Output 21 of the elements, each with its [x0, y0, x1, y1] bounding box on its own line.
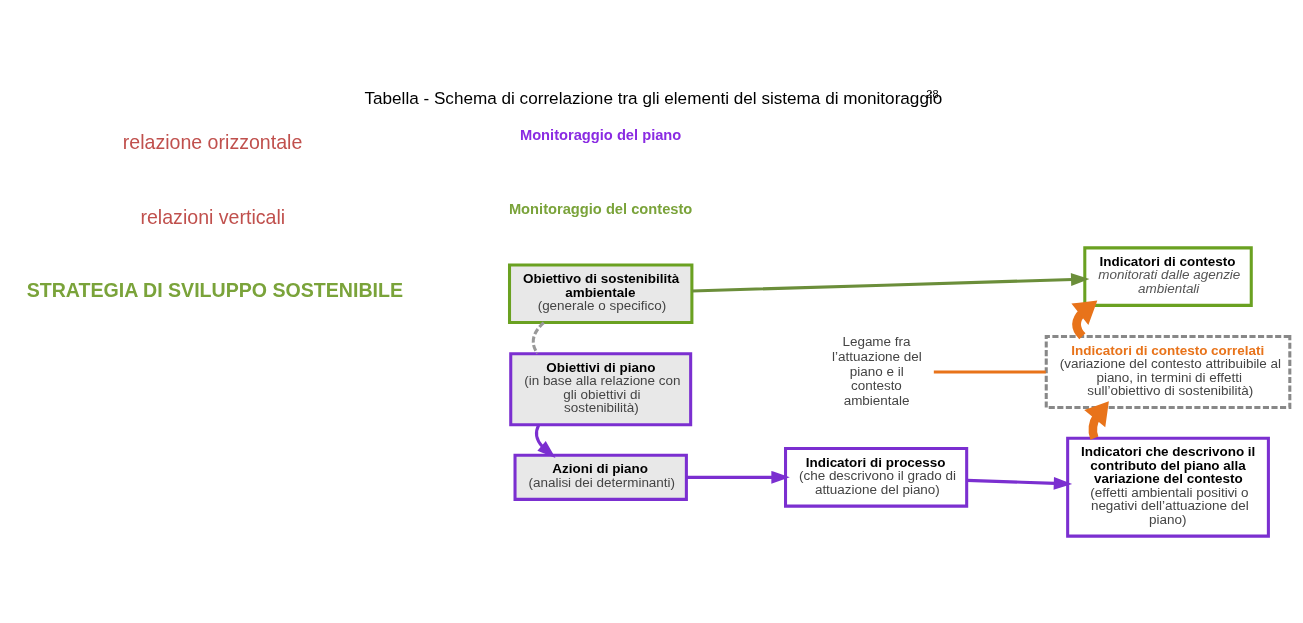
node-box: Indicatori di processo (che descrivono il grado di attuazione del piano) [784, 447, 969, 508]
arrow [686, 470, 790, 484]
arrow [1071, 300, 1098, 340]
node-box: Obiettivi di piano (in base alla relazione con gli obiettivi di sostenibilità) [509, 352, 693, 427]
node-box: Indicatori di contesto monitorati dalle agenzie ambientali [1083, 246, 1253, 307]
label: relazione orizzontale [122, 131, 303, 154]
label: relazioni verticali [140, 205, 286, 228]
node-box: Obiettivo di sostenibilità ambientale (generale o specifico) [508, 263, 694, 325]
node-box: Azioni di piano (analisi dei determinanti) [513, 453, 688, 501]
arrow [534, 424, 556, 458]
label: STRATEGIA DI SVILUPPO SOSTENIBILE [26, 279, 404, 302]
label: Monitoraggio del piano [519, 126, 682, 143]
node-box: Indicatori che descrivono il contributo del piano alla variazione del contesto (effetti ambientali positivi o negativi dell’attuazione del piano) [1066, 436, 1270, 538]
node-box: Indicatori di contesto correlati (variazione del contesto attribuibile al piano, in termini di effetti sull’obiettivo di sostenibilità) [1044, 335, 1292, 410]
connector [933, 370, 1046, 374]
arrow [966, 476, 1073, 490]
node-text: Legame fra l’attuazione del piano e il contesto ambientale [832, 334, 922, 408]
label: Monitoraggio del contesto [508, 201, 693, 218]
connector [531, 321, 545, 355]
arrow [1084, 401, 1109, 440]
arrow [692, 273, 1090, 293]
